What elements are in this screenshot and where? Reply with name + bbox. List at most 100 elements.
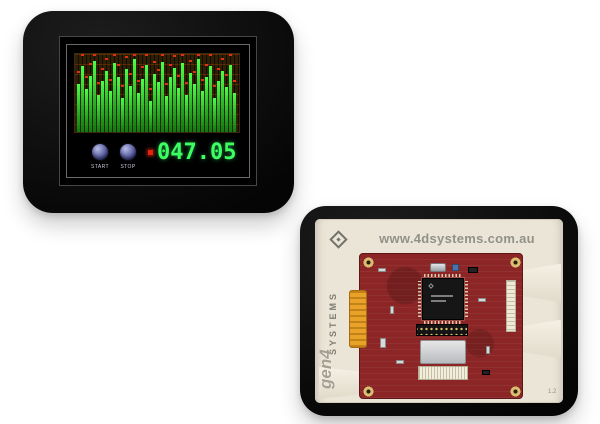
spectrum-bar — [93, 61, 96, 132]
spectrum-bar — [113, 63, 116, 132]
spectrum-bar — [157, 82, 160, 132]
spectrum-bar — [201, 91, 204, 132]
spectrum-bar — [221, 71, 224, 132]
spectrum-peak-mark — [161, 54, 164, 57]
4d-diamond-logo-icon — [329, 230, 348, 249]
mount-hole — [363, 386, 374, 397]
spectrum-peak-mark — [153, 61, 156, 64]
spectrum-bar — [233, 93, 236, 132]
spectrum-bar — [105, 71, 108, 132]
spectrum-peak-mark — [185, 81, 188, 84]
spectrum-peak-mark — [229, 54, 232, 57]
spectrum-bar — [125, 68, 128, 132]
spectrum-peak-mark — [121, 84, 124, 87]
spectrum-bar — [193, 83, 196, 132]
spectrum-bar — [85, 89, 88, 132]
pin-header — [416, 324, 468, 336]
spectrum-bar — [109, 91, 112, 132]
spectrum-peak-mark — [137, 80, 140, 83]
spectrum-peak-mark — [129, 73, 132, 76]
stop-button[interactable] — [119, 143, 137, 161]
spectrum-bar — [229, 64, 232, 132]
record-indicator-led — [147, 149, 154, 156]
spectrum-bar — [81, 66, 84, 132]
spectrum-peak-mark — [77, 70, 80, 73]
main-processor-chip — [422, 278, 464, 320]
smd-component — [486, 346, 490, 354]
spectrum-peak-mark — [81, 54, 84, 57]
spectrum-peak-mark — [141, 66, 144, 69]
interface-connector — [506, 280, 516, 332]
rev-label: 1.2 — [548, 389, 557, 395]
spectrum-peak-mark — [85, 76, 88, 79]
smd-component — [380, 338, 386, 348]
spectrum-peak-mark — [197, 54, 200, 57]
spectrum-peak-mark — [217, 67, 220, 70]
spectrum-bar — [149, 100, 152, 132]
spectrum-bar — [161, 61, 164, 132]
gen4-display-back: www.4dsystems.com.au SYSTEMS gen4 1.2 — [300, 206, 578, 416]
start-button[interactable] — [91, 143, 109, 161]
spectrum-peak-mark — [233, 80, 236, 83]
spectrum-peak-mark — [225, 73, 228, 76]
spectrum-bar — [173, 68, 176, 132]
gen4-model-text: gen4 — [316, 349, 335, 389]
smd-component — [378, 268, 386, 272]
crystal-oscillator — [430, 263, 446, 272]
4d-diamond-logo-core — [336, 237, 341, 242]
spectrum-bar — [129, 85, 132, 132]
spectrum-peak-mark — [117, 64, 120, 67]
chip-pins — [418, 281, 421, 317]
ffc-connector-orange — [349, 290, 367, 348]
frequency-readout: 047.05 — [157, 140, 237, 165]
shell-molding — [521, 319, 561, 359]
spectrum-bar — [133, 59, 136, 132]
start-button-label: START — [91, 164, 109, 170]
spectrum-analyzer — [74, 53, 240, 133]
chip-pins — [424, 321, 462, 324]
spectrum-peak-mark — [101, 67, 104, 70]
spectrum-bar — [189, 72, 192, 132]
capacitor — [452, 264, 459, 271]
chip-pins — [465, 281, 468, 317]
spectrum-peak-mark — [93, 54, 96, 57]
spectrum-bar — [213, 97, 216, 132]
lcd-screen: START STOP 047.05 — [66, 44, 250, 178]
spectrum-bar — [89, 75, 92, 132]
spectrum-bar — [165, 96, 168, 132]
spectrum-peak-mark — [213, 84, 216, 87]
spectrum-bar — [185, 94, 188, 132]
chip-marking — [431, 295, 453, 297]
spectrum-peak-mark — [221, 58, 224, 61]
spectrum-bar — [177, 88, 180, 132]
spectrum-peak-mark — [169, 64, 172, 67]
back-shell: www.4dsystems.com.au SYSTEMS gen4 1.2 — [315, 219, 563, 403]
spectrum-bar — [225, 86, 228, 132]
spectrum-peak-mark — [89, 62, 92, 65]
pcb-board — [349, 253, 523, 399]
spectrum-peak-mark — [157, 69, 160, 72]
spectrum-peak-mark — [193, 70, 196, 73]
spectrum-peak-mark — [109, 78, 112, 81]
spectrum-peak-mark — [149, 87, 152, 90]
lcd-bezel-frame: START STOP 047.05 — [59, 36, 257, 186]
spectrum-bar — [117, 77, 120, 132]
zif-connector — [418, 366, 468, 380]
chip-pins — [424, 274, 462, 277]
spectrum-peak-mark — [113, 54, 116, 57]
spectrum-bar — [217, 80, 220, 132]
spectrum-bar — [205, 77, 208, 132]
spectrum-bar — [181, 63, 184, 132]
spectrum-bar — [145, 64, 148, 132]
spectrum-peak-mark — [177, 75, 180, 78]
smd-component — [390, 306, 394, 314]
spectrum-peak-mark — [105, 58, 108, 61]
spectrum-bar — [101, 80, 104, 132]
spectrum-bar — [121, 97, 124, 132]
spectrum-bar — [169, 77, 172, 132]
smd-component — [478, 298, 486, 302]
spectrum-bar — [137, 93, 140, 132]
microsd-card-slot — [420, 340, 466, 364]
spectrum-peak-mark — [125, 55, 128, 58]
